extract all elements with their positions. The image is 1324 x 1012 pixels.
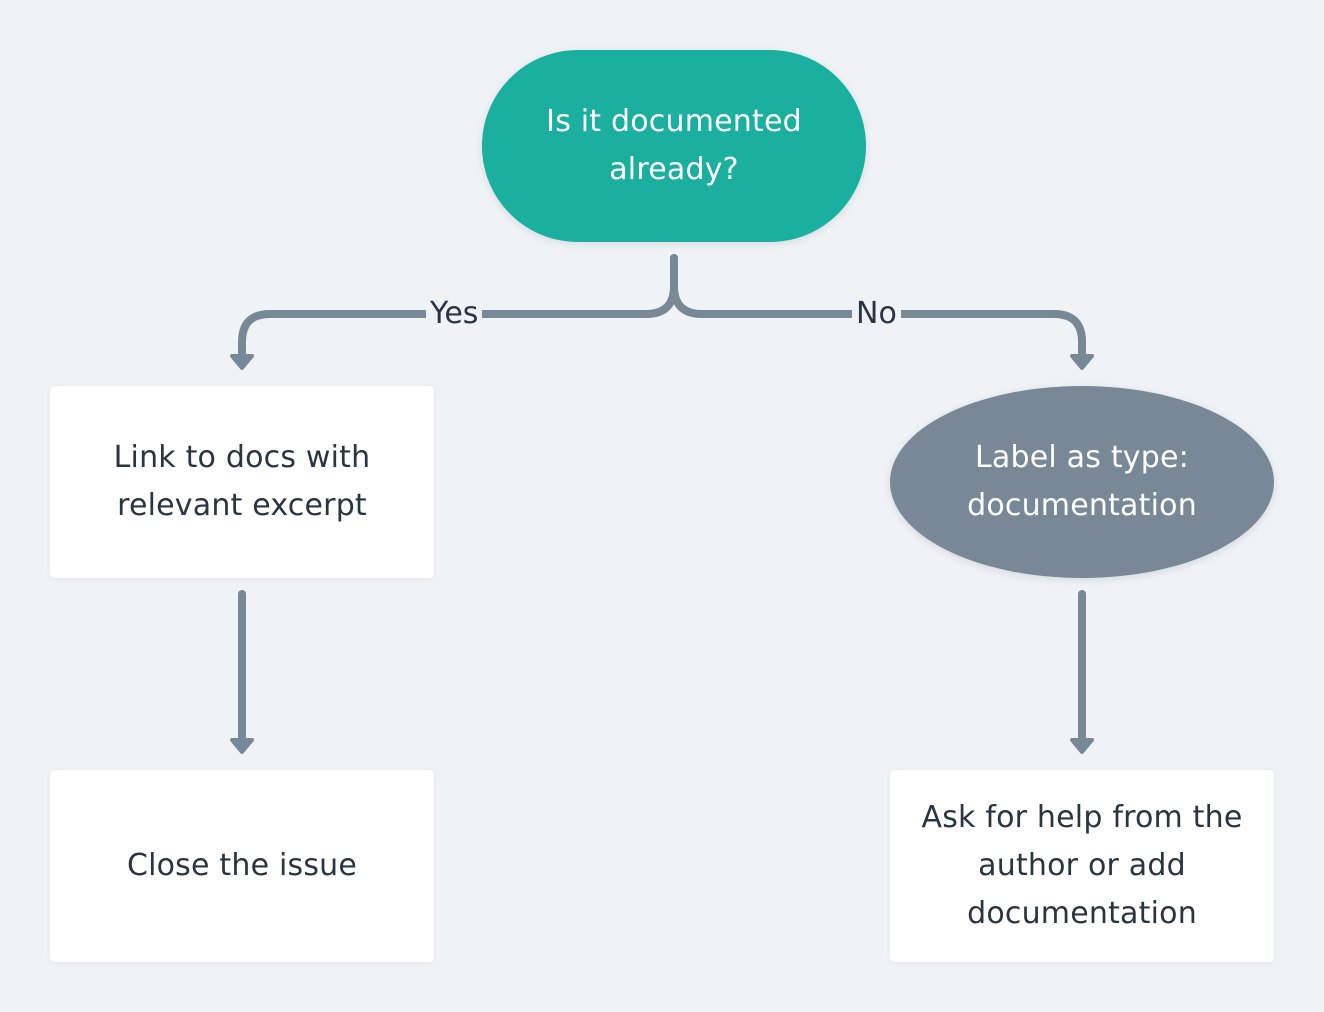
- ask-help-node: Ask for help from the author or add docu…: [890, 770, 1274, 962]
- close-issue-node: Close the issue: [50, 770, 434, 962]
- close-issue-text: Close the issue: [126, 848, 358, 883]
- no-branch-label: No: [852, 296, 901, 332]
- ask-help-text: Ask for help from the author or add docu…: [921, 800, 1243, 931]
- decision-node: Is it documented already?: [482, 50, 866, 242]
- label-type-node: Label as type: documentation: [890, 386, 1274, 578]
- link-docs-node: Link to docs with relevant excerpt: [50, 386, 434, 578]
- ask-arrowhead-icon: [1070, 738, 1094, 754]
- yes-arrowhead-icon: [230, 354, 254, 370]
- yes-branch-label: Yes: [426, 296, 483, 332]
- link-docs-text: Link to docs with relevant excerpt: [113, 440, 371, 523]
- no-arrowhead-icon: [1070, 354, 1094, 370]
- label-type-text: Label as type: documentation: [967, 440, 1197, 523]
- close-arrowhead-icon: [230, 738, 254, 754]
- decision-text: Is it documented already?: [546, 104, 802, 187]
